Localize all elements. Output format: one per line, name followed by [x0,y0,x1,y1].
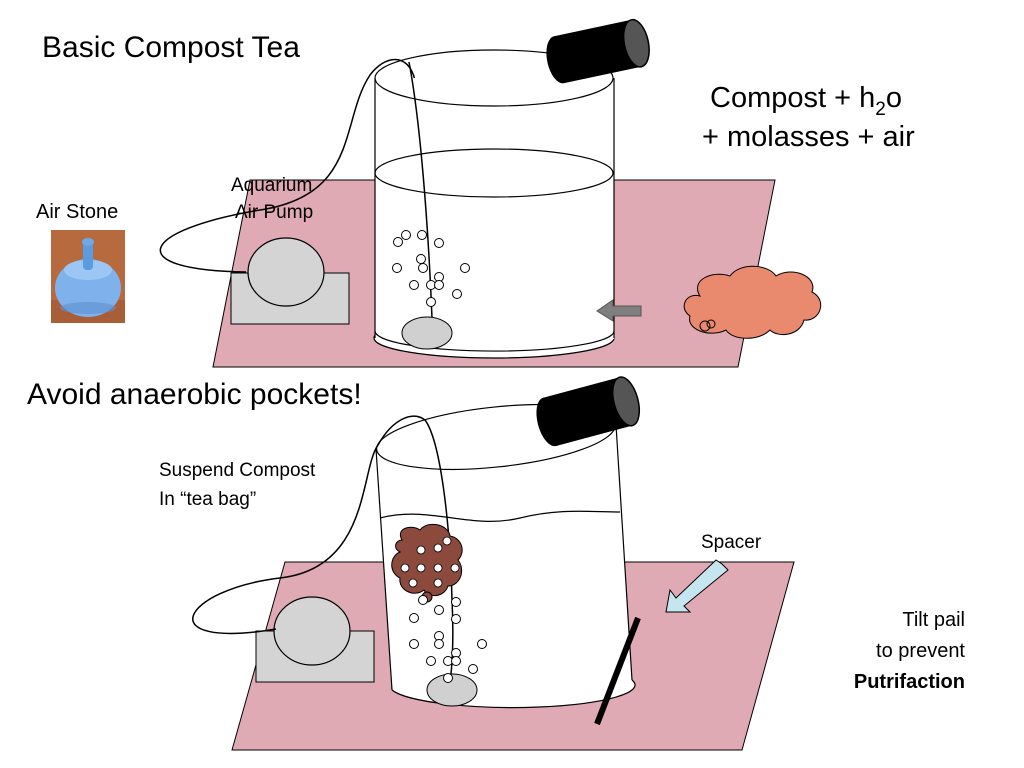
label-suspend-line1: Suspend Compost [159,460,316,481]
label-pump-line1: Aquarium [231,175,312,196]
bubble [418,595,428,605]
bubble [416,254,426,264]
cylinder-end [622,18,650,68]
top-bubbles [392,230,470,307]
spacer-arrow [665,559,729,613]
top-aquarium-air-pump [230,237,350,325]
bubble [408,578,418,588]
label-tilt-line1: Tilt pail [902,609,965,631]
bubble [393,237,403,247]
air-stone-photo [51,230,125,323]
bubble [460,263,470,273]
bottom-air-stone-in-bucket [426,673,478,707]
bubble [477,639,487,649]
top-air-stone-in-bucket [401,316,453,350]
bubble [409,613,419,623]
bubble [426,297,436,307]
bucket-left-wall [375,448,393,691]
formula-line-2: + molasses + air [702,121,915,153]
cylinder-body [554,19,645,84]
bubble [400,563,410,573]
label-pump-line2: Air Pump [235,202,313,223]
formula-line-1-end: o [886,82,902,114]
stone-nozzle [83,242,93,270]
bubble [443,673,453,683]
bubble [468,664,478,674]
compost-cloud [683,265,822,339]
stone-nozzle-tip [82,238,94,246]
bubble [416,563,426,573]
bottom-bubbles [409,595,487,683]
bubble [442,536,452,546]
bucket-bottom-front [391,679,636,709]
bottom-black-cylinder [536,376,641,447]
bubble [433,563,443,573]
bottom-panel: Avoid anaerobic pockets! [27,376,965,751]
bucket-bottom-front [374,330,615,352]
bucket-rim [374,49,614,107]
bottom-aquarium-air-pump [255,596,375,683]
cylinder-back-end [546,36,572,84]
bubble [451,656,461,666]
spacer-bar [594,616,641,726]
tea-bag-bubbles [400,536,460,588]
stone-shadow [60,302,116,314]
formula-subscript: 2 [875,99,886,120]
top-gray-arrow [596,299,642,322]
bubble [434,280,444,290]
bubble [416,545,426,555]
bubble [433,543,443,553]
bubble [433,578,443,588]
bubble [409,639,419,649]
cylinder-end [611,376,641,427]
bubble [392,263,402,273]
bubble [418,263,428,273]
formula-line-1: Compost + h2o [710,82,902,120]
cloud-swirl [699,320,711,332]
bubble [409,280,419,290]
cylinder-back-end [536,397,563,447]
bubble [452,289,462,299]
bubble [451,614,461,624]
top-panel: Basic Compost Tea [36,18,915,368]
water-surface [379,510,621,522]
pump-dome [247,237,325,307]
water-surface [374,148,614,198]
label-tilt-line3: Putrifaction [854,671,965,693]
bubble [401,230,411,240]
label-suspend-line2: In “tea bag” [159,489,256,510]
formula-line-1-main: Compost + h [710,82,875,114]
bubble [417,230,427,240]
title-basic-compost-tea: Basic Compost Tea [42,31,300,64]
bottom-air-hose [192,415,426,635]
pump-dome [273,596,351,666]
bubble [450,563,460,573]
bubble [426,656,436,666]
bubble [434,639,444,649]
label-tilt-line2: to prevent [876,640,965,662]
bubble [451,597,461,607]
top-black-cylinder [546,18,650,84]
title-avoid-anaerobic-pockets: Avoid anaerobic pockets! [27,378,362,411]
bucket-body [375,78,614,339]
bubble [434,238,444,248]
cloud-swirl [706,319,716,329]
top-bucket [373,49,615,359]
bubble [434,605,444,615]
label-spacer: Spacer [701,532,762,553]
label-air-stone: Air Stone [36,201,118,223]
